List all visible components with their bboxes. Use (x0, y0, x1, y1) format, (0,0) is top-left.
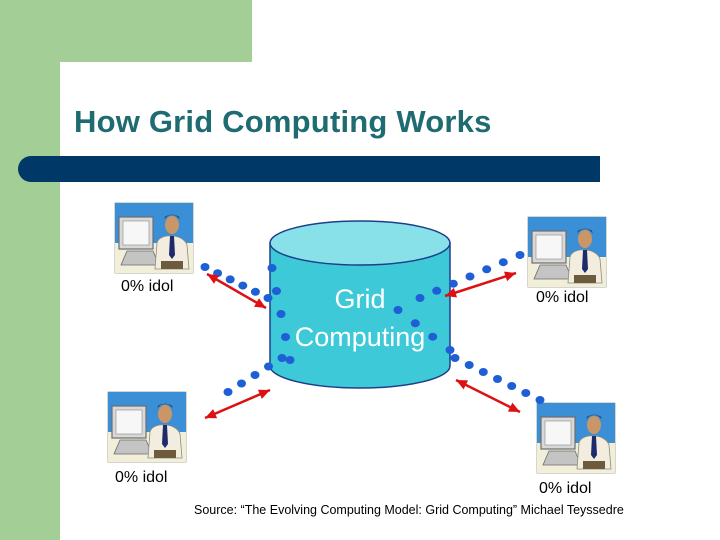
arrow-head (456, 380, 469, 390)
network-dot (264, 362, 273, 371)
node-label-bottom-left: 0% idol (115, 469, 168, 486)
arrow-head (205, 409, 218, 419)
source-citation: Source: “The Evolving Computing Model: G… (194, 503, 624, 517)
network-dot (281, 333, 290, 341)
network-dot (535, 396, 545, 404)
network-dot (464, 361, 474, 369)
network-dot (493, 375, 502, 383)
network-dot (445, 346, 455, 354)
network-dot (276, 310, 286, 318)
node-label-top-left: 0% idol (121, 278, 174, 295)
network-dot (428, 332, 438, 341)
connection-arrows (204, 271, 521, 420)
network-dot (448, 279, 458, 288)
arrow-head (504, 271, 516, 282)
network-dot (223, 388, 233, 396)
title-underline-bar (18, 156, 600, 182)
arrow-head (507, 402, 520, 412)
network-dot (410, 319, 420, 328)
network-dot (200, 263, 210, 271)
worker-bottom-left-icon (107, 391, 187, 463)
node-label-top-right: 0% idol (536, 289, 589, 306)
arrow-head (207, 274, 219, 284)
arrow-line (204, 388, 271, 420)
network-dot (285, 356, 295, 364)
network-dot (515, 251, 525, 259)
network-dot (521, 389, 531, 397)
arrow-line (455, 378, 521, 414)
network-dot (482, 265, 492, 274)
network-dot (238, 281, 248, 290)
network-dot (478, 368, 488, 376)
grid-label-line-1: Grid (334, 284, 386, 314)
network-dot (237, 379, 246, 388)
worker-top-left-icon (114, 202, 194, 274)
network-dot (498, 258, 508, 267)
top-accent-block (0, 0, 252, 62)
arrow-head (445, 287, 457, 298)
network-dot (263, 294, 273, 302)
network-dot (225, 275, 235, 284)
grid-computing-label: Grid Computing (270, 280, 450, 356)
arrow-line (206, 272, 267, 310)
network-dot (272, 287, 281, 295)
network-dot (465, 272, 475, 281)
worker-bottom-right-icon (536, 402, 616, 474)
network-dot (250, 287, 260, 296)
arrow-head (257, 389, 270, 399)
grid-cylinder (269, 220, 451, 389)
worker-top-right-icon (527, 216, 607, 288)
arrow-head (254, 298, 266, 308)
grid-label-line-2: Computing (294, 322, 426, 352)
network-dot (250, 371, 260, 379)
network-dot (267, 264, 277, 272)
network-dot (415, 294, 425, 302)
network-connection-dots (200, 251, 545, 404)
network-dot (393, 306, 403, 314)
arrow-line (444, 271, 517, 298)
left-accent-strip (0, 0, 60, 540)
network-dot (507, 382, 517, 390)
network-dot (450, 354, 460, 362)
network-dot (432, 286, 442, 295)
node-label-bottom-right: 0% idol (539, 480, 592, 497)
slide-title: How Grid Computing Works (74, 104, 492, 139)
network-dot (277, 354, 287, 362)
